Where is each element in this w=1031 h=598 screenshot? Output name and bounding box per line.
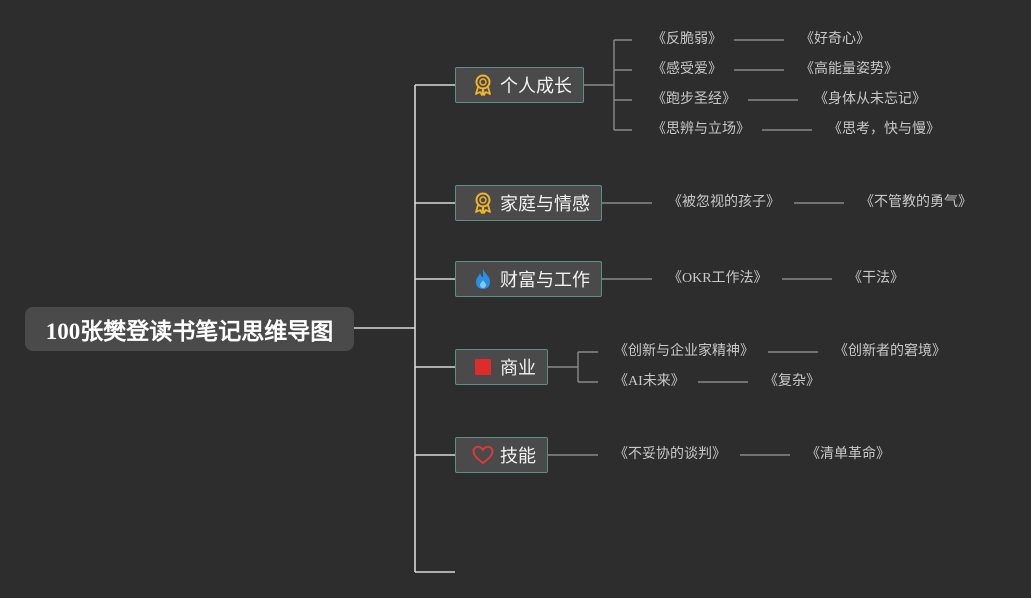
book-title[interactable]: 《好奇心》 xyxy=(800,32,870,47)
heart-icon xyxy=(472,444,494,466)
book-title[interactable]: 《跑步圣经》 xyxy=(652,92,736,107)
branch-label: 个人成长 xyxy=(500,76,572,96)
branch-label: 家庭与情感 xyxy=(500,194,590,214)
book-title[interactable]: 《创新与企业家精神》 xyxy=(614,344,754,359)
book-title[interactable]: 《创新者的窘境》 xyxy=(834,344,946,359)
book-title[interactable]: 《感受爱》 xyxy=(652,62,722,77)
book-title[interactable]: 《反脆弱》 xyxy=(652,32,722,47)
book-title[interactable]: 《高能量姿势》 xyxy=(800,62,898,77)
medal-icon xyxy=(472,74,494,96)
book-title[interactable]: 《身体从未忘记》 xyxy=(814,92,926,107)
book-title[interactable]: 《不妥协的谈判》 xyxy=(614,447,726,462)
medal-icon xyxy=(472,192,494,214)
branch-personal-growth[interactable]: 个人成长 xyxy=(455,67,584,103)
branch-wealth-work[interactable]: 财富与工作 xyxy=(455,261,602,297)
book-title[interactable]: 《复杂》 xyxy=(764,374,820,389)
root-title: 100张樊登读书笔记思维导图 xyxy=(45,319,334,344)
book-title[interactable]: 《OKR工作法》 xyxy=(668,271,768,286)
flame-icon xyxy=(472,268,494,290)
book-title[interactable]: 《干法》 xyxy=(848,271,904,286)
book-title[interactable]: 《不管教的勇气》 xyxy=(860,195,972,210)
book-title[interactable]: 《思考，快与慢》 xyxy=(828,122,940,137)
book-title[interactable]: 《被忽视的孩子》 xyxy=(668,195,780,210)
branch-label: 财富与工作 xyxy=(500,270,590,290)
book-title[interactable]: 《思辨与立场》 xyxy=(652,122,750,137)
branch-family-emotion[interactable]: 家庭与情感 xyxy=(455,185,602,221)
branch-label: 技能 xyxy=(500,446,536,466)
branch-skills[interactable]: 技能 xyxy=(455,437,548,473)
book-title[interactable]: 《清单革命》 xyxy=(806,447,890,462)
book-title[interactable]: 《AI未来》 xyxy=(614,374,685,389)
branch-label: 商业 xyxy=(500,358,536,378)
red-square-icon xyxy=(472,356,494,378)
branch-business[interactable]: 商业 xyxy=(455,349,548,385)
root-node[interactable]: 100张樊登读书笔记思维导图 xyxy=(25,307,354,351)
